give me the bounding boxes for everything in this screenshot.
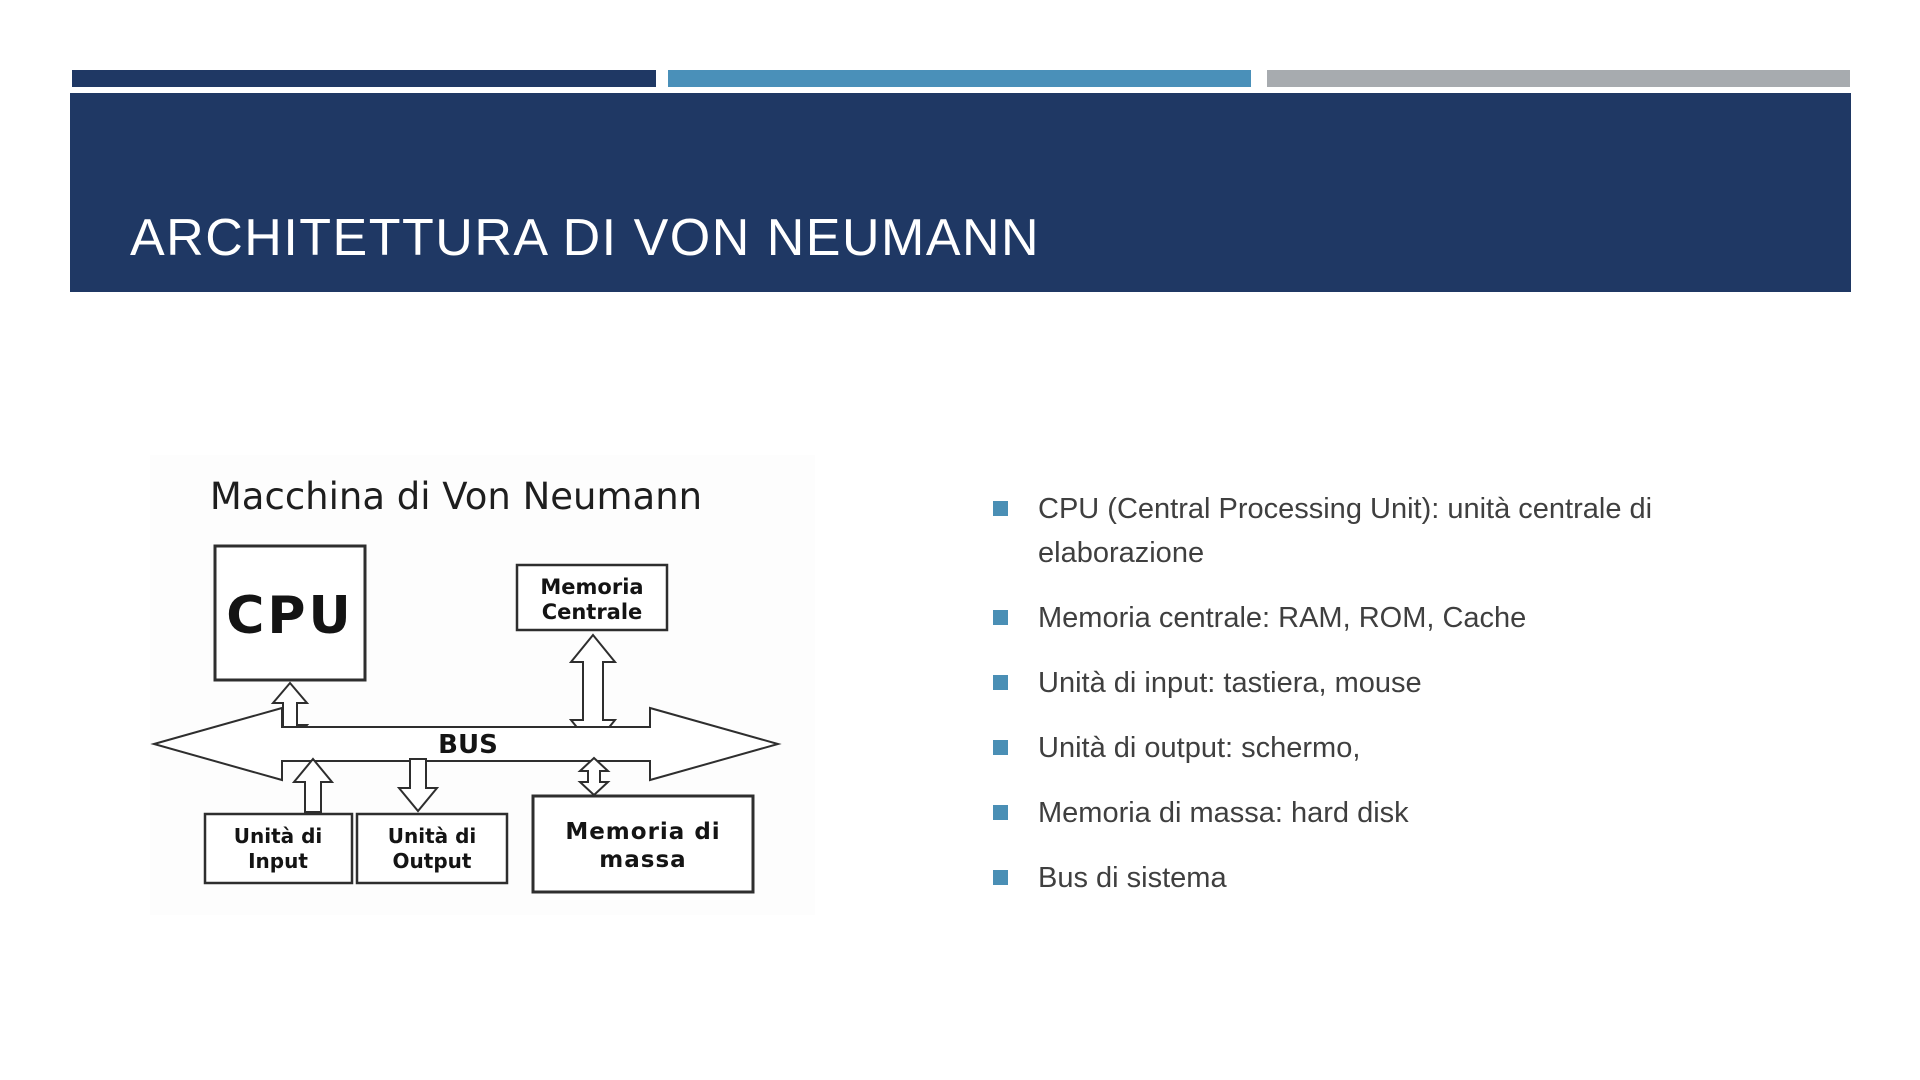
output-down-arrow-icon — [396, 758, 440, 813]
von-neumann-diagram: Macchina di Von Neumann CPU Memoria Cent… — [150, 455, 815, 915]
cpu-box — [213, 544, 367, 682]
unita-output-box — [355, 812, 509, 885]
input-up-arrow-icon — [291, 757, 335, 813]
bullet-square-icon — [993, 610, 1008, 625]
bullet-square-icon — [993, 501, 1008, 516]
accent-bar-blue — [668, 70, 1251, 87]
bullet-item-memoria-massa: Memoria di massa: hard disk — [993, 791, 1753, 835]
memoria-centrale-box — [515, 563, 669, 632]
cpu-box-label: CPU — [226, 586, 354, 646]
bullet-item-unita-input: Unità di input: tastiera, mouse — [993, 661, 1753, 705]
bullet-square-icon — [993, 740, 1008, 755]
bullet-item-memoria-centrale: Memoria centrale: RAM, ROM, Cache — [993, 596, 1753, 640]
bullet-square-icon — [993, 870, 1008, 885]
bullet-text: Memoria di massa: hard disk — [1038, 797, 1409, 829]
unita-output-label-line1: Unità di — [388, 824, 477, 848]
memoria-massa-box — [531, 794, 755, 894]
diagram-title: Macchina di Von Neumann — [210, 475, 702, 518]
bus-label: BUS — [438, 730, 498, 760]
memoria-centrale-label-line1: Memoria — [540, 575, 643, 599]
von-neumann-diagram-svg: Macchina di Von Neumann CPU Memoria Cent… — [150, 455, 815, 915]
bullet-square-icon — [993, 805, 1008, 820]
unita-input-label-line2: Input — [248, 849, 308, 873]
unita-input-label-line1: Unità di — [234, 824, 323, 848]
accent-bar-navy — [72, 70, 656, 87]
bullet-text: Memoria centrale: RAM, ROM, Cache — [1038, 602, 1527, 634]
bullet-item-cpu: CPU (Central Processing Unit): unità cen… — [993, 487, 1753, 575]
title-banner: ARCHITETTURA DI VON NEUMANN — [70, 93, 1851, 292]
slide-title: ARCHITETTURA DI VON NEUMANN — [130, 209, 1041, 267]
memoria-massa-label-line2: massa — [599, 847, 686, 873]
bus-arrow — [150, 706, 782, 782]
bullet-text: Unità di input: tastiera, mouse — [1038, 667, 1422, 699]
bullet-item-bus-sistema: Bus di sistema — [993, 856, 1753, 900]
bullet-text: CPU (Central Processing Unit): unità cen… — [1038, 493, 1653, 569]
bullet-text: Unità di output: schermo, — [1038, 732, 1361, 764]
bullet-list: CPU (Central Processing Unit): unità cen… — [993, 487, 1753, 921]
memoria-centrale-label-line2: Centrale — [542, 600, 643, 624]
accent-bar-gray — [1267, 70, 1850, 87]
bullet-text: Bus di sistema — [1038, 862, 1227, 894]
bullet-item-unita-output: Unità di output: schermo, — [993, 726, 1753, 770]
unita-input-box — [203, 812, 354, 885]
bullet-square-icon — [993, 675, 1008, 690]
memoria-massa-label-line1: Memoria di — [565, 819, 720, 845]
unita-output-label-line2: Output — [393, 849, 472, 873]
